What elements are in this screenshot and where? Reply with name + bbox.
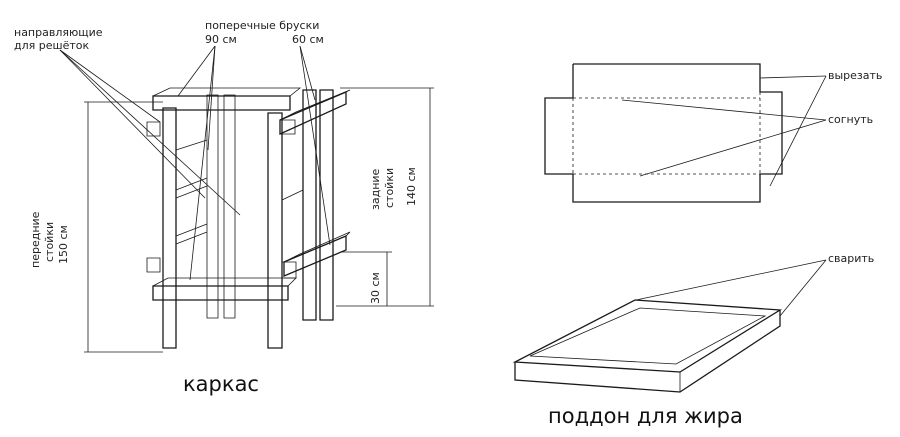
front-posts-line1: передние <box>29 211 42 268</box>
guides-leader-3 <box>59 49 161 123</box>
crossbars-label: поперечные бруски <box>205 19 320 32</box>
rear-posts-line1: задние <box>369 168 382 210</box>
bottom-side-crossbar-top <box>283 231 351 263</box>
tray-front-wall <box>514 310 781 393</box>
height-30-label: 30 см <box>369 272 382 304</box>
rear-posts-line2: стойки <box>383 167 396 208</box>
guide-rail-3 <box>175 223 208 237</box>
crossbar90-leader-1 <box>177 45 216 97</box>
weld-leader-2 <box>779 259 827 317</box>
weld-label: сварить <box>828 252 875 265</box>
inner-left-post <box>206 94 219 319</box>
bottom-front-crossbar-top <box>152 277 297 287</box>
crossbar-60-label: 60 см <box>292 33 324 46</box>
crossbar60-leader-2 <box>299 45 331 246</box>
guides-leader-1 <box>59 49 206 199</box>
rear-posts-size: 140 см <box>405 167 418 206</box>
bend-leader-2 <box>639 119 827 177</box>
bottom-right-block <box>281 261 297 279</box>
front-posts-line2: стойки <box>43 221 56 262</box>
rear-right-post <box>319 89 334 321</box>
top-front-crossbar-top <box>152 87 302 97</box>
crossbar-90-label: 90 см <box>205 33 237 46</box>
guide-rail-5 <box>175 139 208 151</box>
cut-label: вырезать <box>828 69 883 82</box>
front-right-post <box>267 112 283 349</box>
tray-inner-rim <box>529 307 767 365</box>
guides-label-line2: для решёток <box>14 39 90 52</box>
crossbar90-leader-3 <box>189 45 216 281</box>
tray-caption: поддон для жира <box>548 404 743 428</box>
guides-leader-2 <box>59 49 241 216</box>
cut-leader-2 <box>769 75 827 187</box>
tray-outer-rim <box>512 299 783 373</box>
top-left-block <box>146 121 161 137</box>
guide-rail-2 <box>175 185 208 199</box>
crossbar60-leader-1 <box>299 45 316 101</box>
tray-drawing <box>512 259 827 393</box>
guide-rail-4 <box>175 231 208 245</box>
bottom-side-crossbar <box>283 235 347 277</box>
frame-drawing <box>59 45 434 353</box>
top-side-crossbar-top <box>279 89 351 121</box>
bottom-left-block <box>146 257 161 273</box>
front-left-post <box>162 107 177 349</box>
weld-leader-1 <box>635 259 827 301</box>
tray-pattern <box>544 63 827 203</box>
top-right-block <box>279 119 296 135</box>
frame-caption: каркас <box>183 372 259 396</box>
cut-leader-1 <box>759 75 827 79</box>
crossbar90-leader-2 <box>207 45 216 151</box>
bend-leader-1 <box>621 99 827 121</box>
bend-label: согнуть <box>828 113 874 126</box>
guides-label-line1: направляющие <box>14 26 103 39</box>
pattern-outline <box>544 63 783 203</box>
inner-right-post <box>223 94 236 319</box>
front-posts-size: 150 см <box>57 225 70 264</box>
guide-rail-6 <box>281 189 304 201</box>
rear-left-post <box>302 89 317 321</box>
